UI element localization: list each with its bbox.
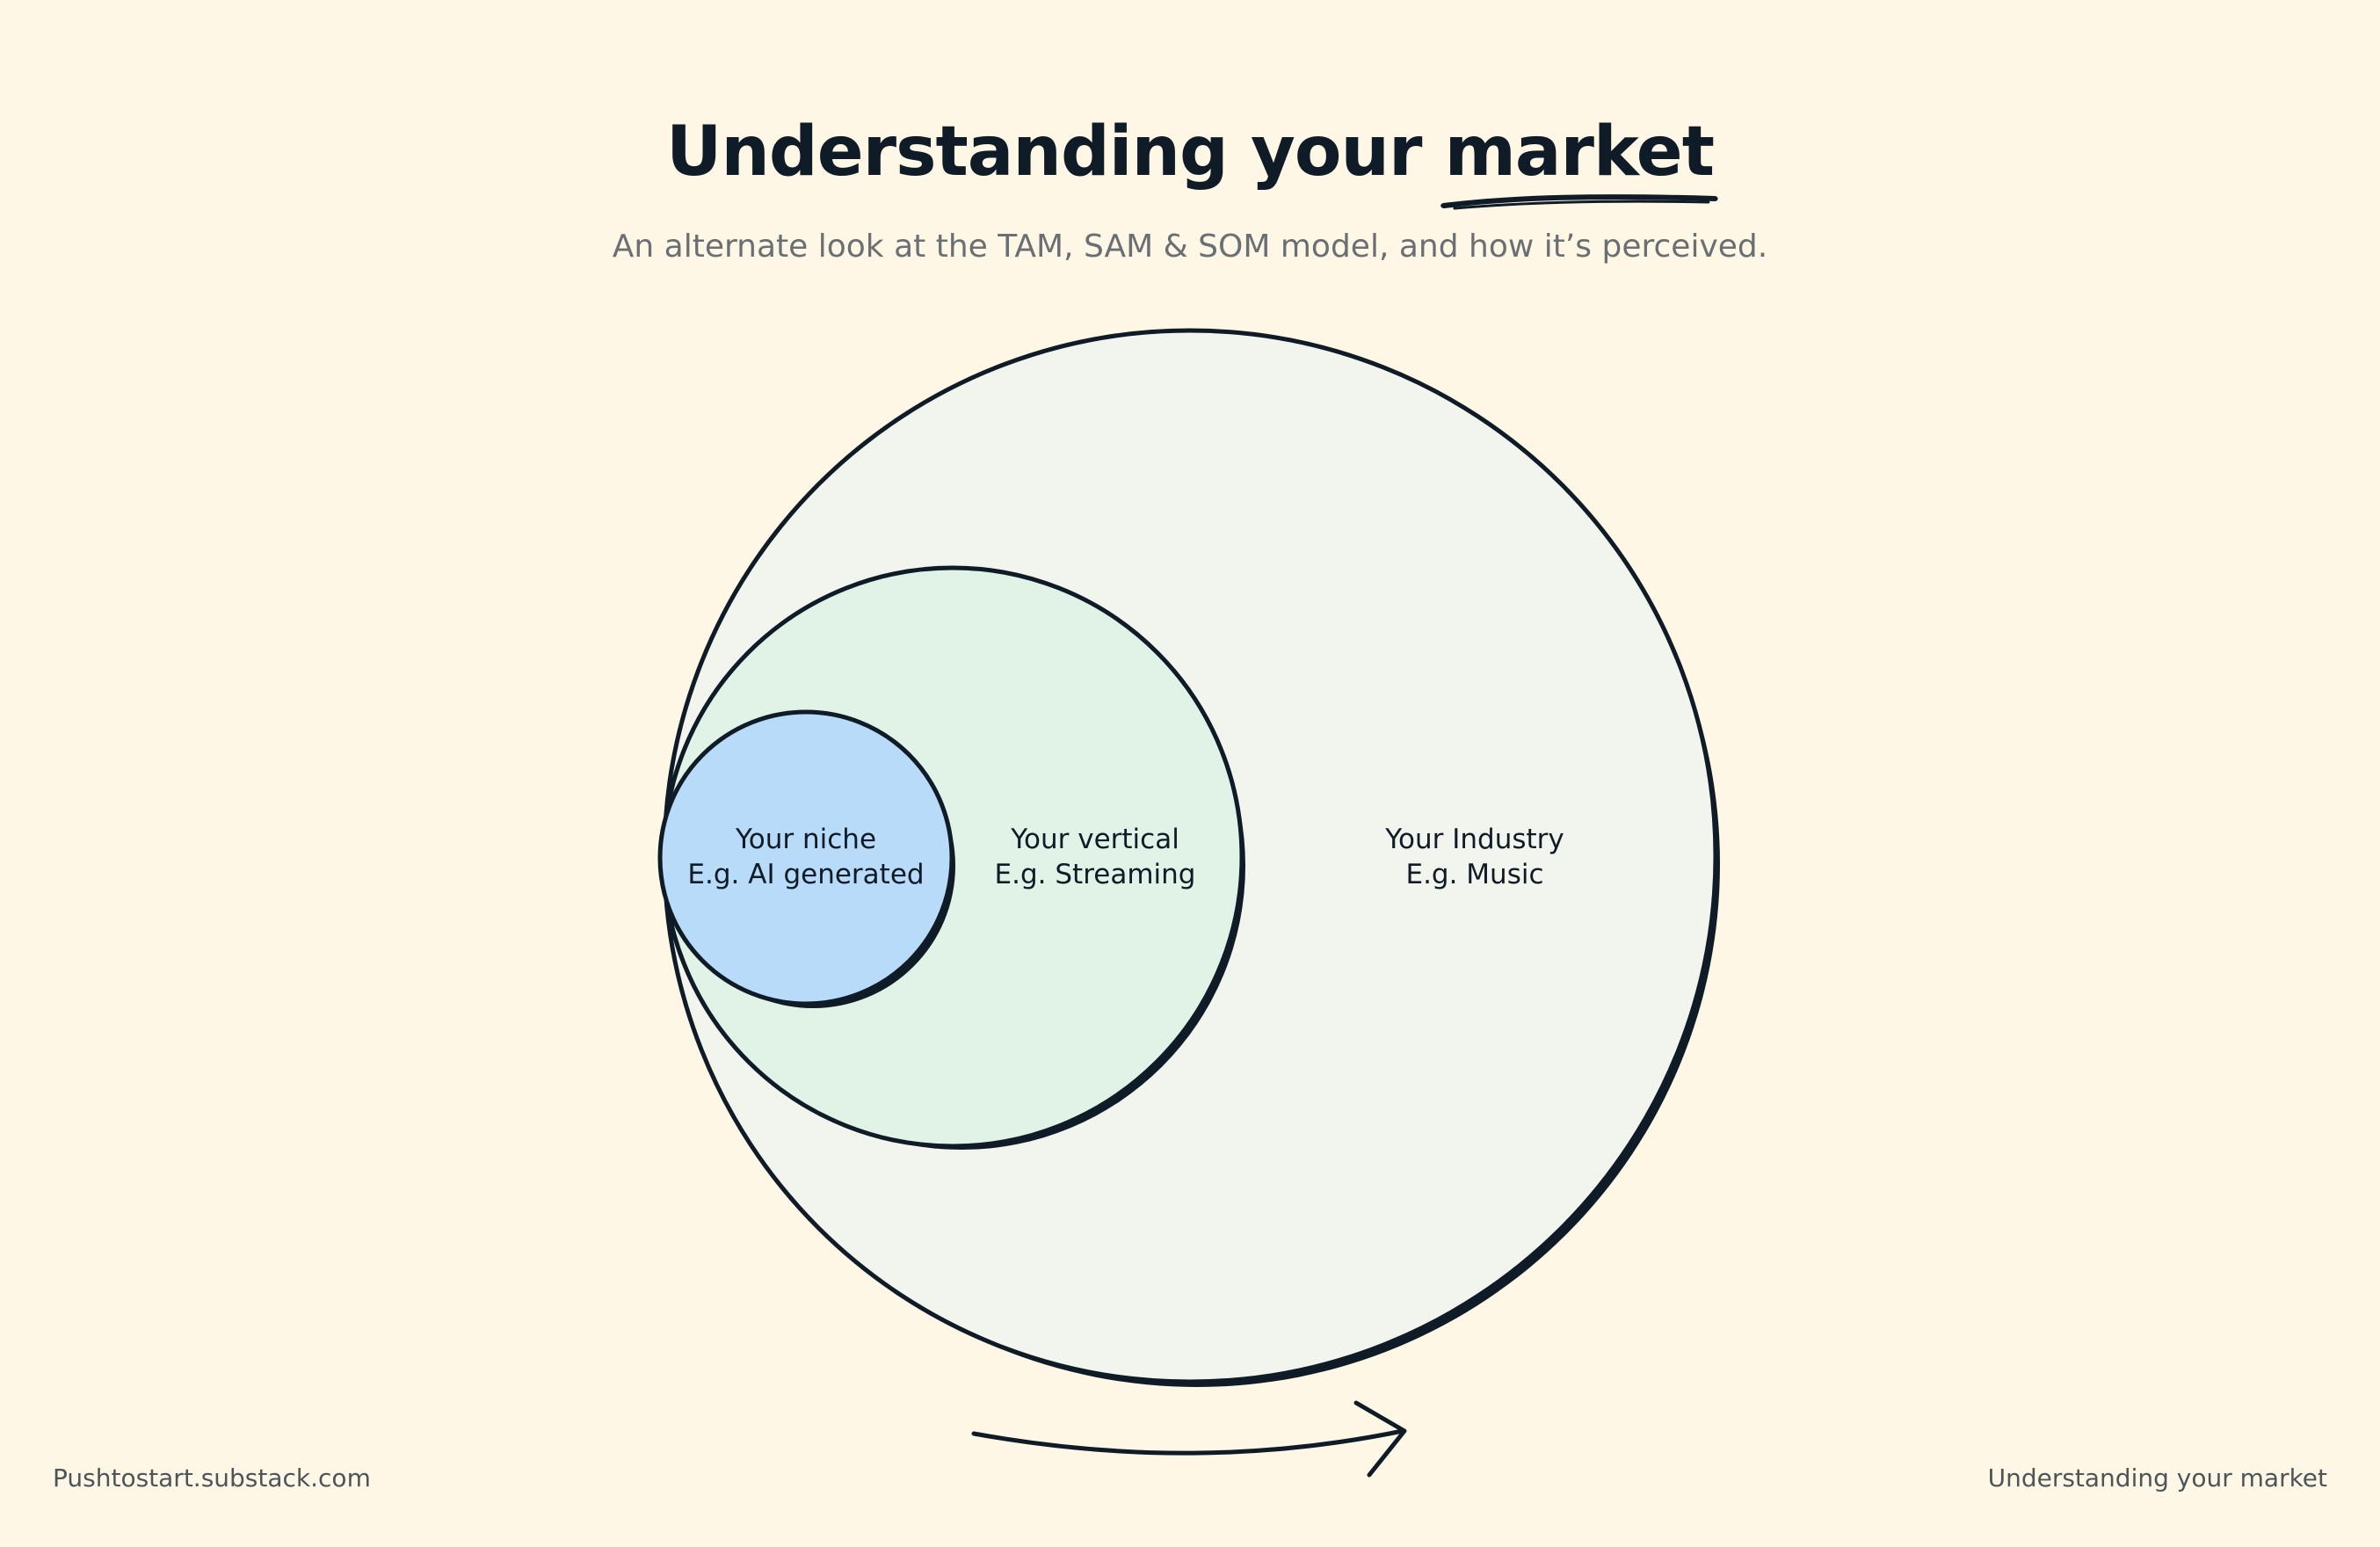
industry-title: Your Industry: [1385, 824, 1564, 855]
header: Understanding your market An alternate l…: [0, 104, 2380, 269]
niche-label: Your niche E.g. AI generated: [687, 822, 924, 892]
title-highlight-text: market: [1444, 113, 1715, 192]
industry-example: E.g. Music: [1405, 859, 1544, 890]
industry-label: Your Industry E.g. Music: [1385, 822, 1564, 892]
vertical-label: Your vertical E.g. Streaming: [995, 822, 1196, 892]
footer-source: Pushtostart.substack.com: [53, 1463, 371, 1493]
niche-example: E.g. AI generated: [687, 859, 925, 890]
vertical-title: Your vertical: [1011, 824, 1179, 855]
vertical-example: E.g. Streaming: [994, 859, 1196, 890]
title-prefix: Understanding your: [666, 113, 1422, 192]
footer-title: Understanding your market: [1987, 1463, 2327, 1493]
niche-title: Your niche: [735, 824, 877, 855]
subtitle: An alternate look at the TAM, SAM & SOM …: [612, 229, 1768, 265]
niche-circle: [657, 709, 955, 1008]
page-title: Understanding your market: [0, 104, 2380, 210]
curved-arrow-right-icon: [971, 1400, 1407, 1478]
brush-underline-icon: [1440, 194, 1718, 210]
title-highlight: market: [1440, 104, 1718, 210]
